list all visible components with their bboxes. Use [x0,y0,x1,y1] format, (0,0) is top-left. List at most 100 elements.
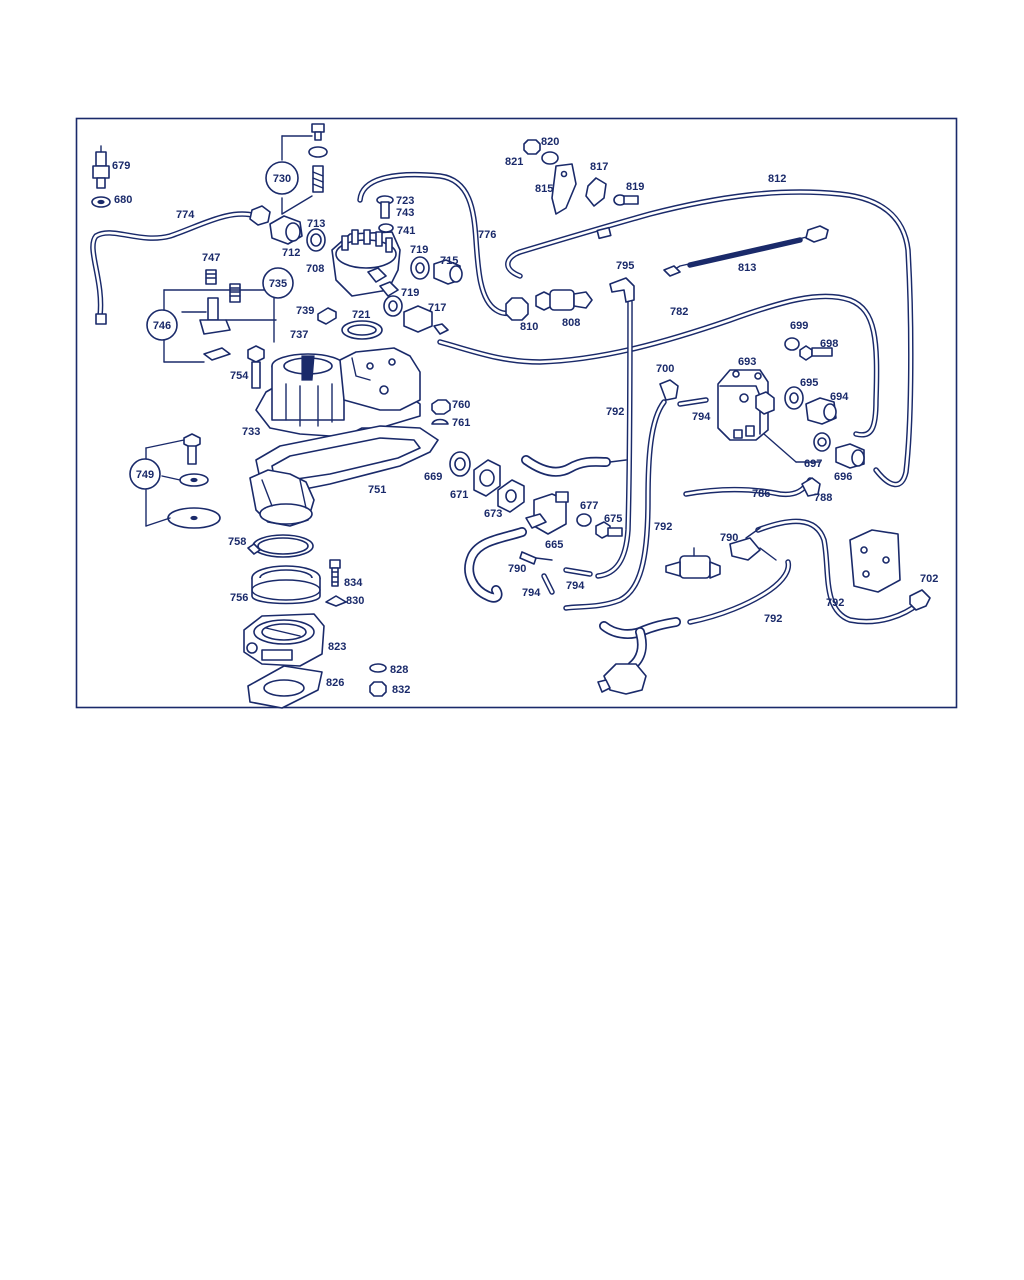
pipe-elbow [521,455,627,477]
label-721: 721 [352,309,370,321]
label-697: 697 [804,458,822,470]
part-730 [281,123,328,215]
line-792-c [755,518,921,625]
label-669: 669 [424,471,442,483]
svg-text:746: 746 [153,320,171,332]
label-786: 786 [752,488,770,500]
group-circle-730: 730 [265,161,299,195]
part-700 [659,379,679,401]
label-792c: 792 [826,597,844,609]
part-696 [835,443,865,469]
part-671 [473,459,501,497]
part-669 [449,451,471,477]
label-774: 774 [176,209,195,221]
label-741: 741 [397,225,415,237]
hose-786 [683,477,813,498]
label-813: 813 [738,262,756,274]
label-754: 754 [230,370,249,382]
svg-text:730: 730 [273,173,291,185]
label-792a: 792 [606,406,624,418]
label-808: 808 [562,317,580,329]
line-792-d [687,559,792,625]
label-693: 693 [738,356,756,368]
part-758 [247,534,314,558]
label-743: 743 [396,207,414,219]
label-699: 699 [790,320,808,332]
label-719a: 719 [410,244,428,256]
label-823: 823 [328,641,346,653]
label-790a: 790 [508,563,526,575]
label-694: 694 [830,391,849,403]
label-702: 702 [920,573,938,585]
label-820: 820 [541,136,559,148]
part-749-group [145,433,221,529]
part-794-b [563,567,593,577]
curved-hose-left [464,527,527,603]
label-712: 712 [282,247,300,259]
group-circle-749: 749 [129,458,161,490]
group-circle-735: 735 [262,267,294,299]
label-812: 812 [768,173,786,185]
label-756: 756 [230,592,248,604]
label-737: 737 [290,329,308,341]
label-815: 815 [535,183,553,195]
label-794c: 794 [522,587,541,599]
label-790b: 790 [720,532,738,544]
label-665: 665 [545,539,563,551]
label-698: 698 [820,338,838,350]
filter-unit [665,547,721,579]
svg-text:749: 749 [136,469,154,481]
part-697 [813,432,831,452]
bottom-fitting [597,663,647,695]
label-677: 677 [580,500,598,512]
label-747: 747 [202,252,220,264]
label-679: 679 [112,160,130,172]
part-741 [378,223,394,233]
part-760 [431,399,451,415]
part-693 [717,369,775,441]
line-792-a [595,299,633,579]
label-810: 810 [520,321,538,333]
label-788: 788 [814,492,832,504]
label-700: 700 [656,363,674,375]
part-721 [341,320,383,340]
part-665 [525,491,569,535]
part-794-a [677,397,709,407]
part-826 [247,665,323,709]
label-776: 776 [478,229,496,241]
group-circle-746: 746 [146,309,178,341]
part-813 [663,225,829,277]
label-817: 817 [590,161,608,173]
part-832 [369,681,387,697]
label-715: 715 [440,255,458,267]
label-717: 717 [428,302,446,314]
intake-elbow [249,469,315,527]
part-708 [331,229,401,297]
label-794b: 794 [566,580,585,592]
label-828: 828 [390,664,408,676]
label-675: 675 [604,513,622,525]
label-739: 739 [296,305,314,317]
label-708: 708 [306,263,324,275]
part-702 [849,529,931,611]
label-751: 751 [368,484,386,496]
part-754 [247,345,265,389]
label-795: 795 [616,260,634,272]
part-695 [784,386,804,410]
label-832: 832 [392,684,410,696]
part-694 [805,397,837,425]
part-677 [576,513,592,527]
line-792-b [563,399,667,611]
label-792d: 792 [764,613,782,625]
part-739 [317,307,337,325]
part-712-713 [269,215,326,252]
part-756 [251,565,321,605]
line-776 [357,171,515,317]
part-810 [505,297,529,321]
part-698 [799,345,833,361]
label-680: 680 [114,194,132,206]
part-673 [497,479,525,513]
label-719b: 719 [401,287,419,299]
part-790-a [519,551,553,565]
